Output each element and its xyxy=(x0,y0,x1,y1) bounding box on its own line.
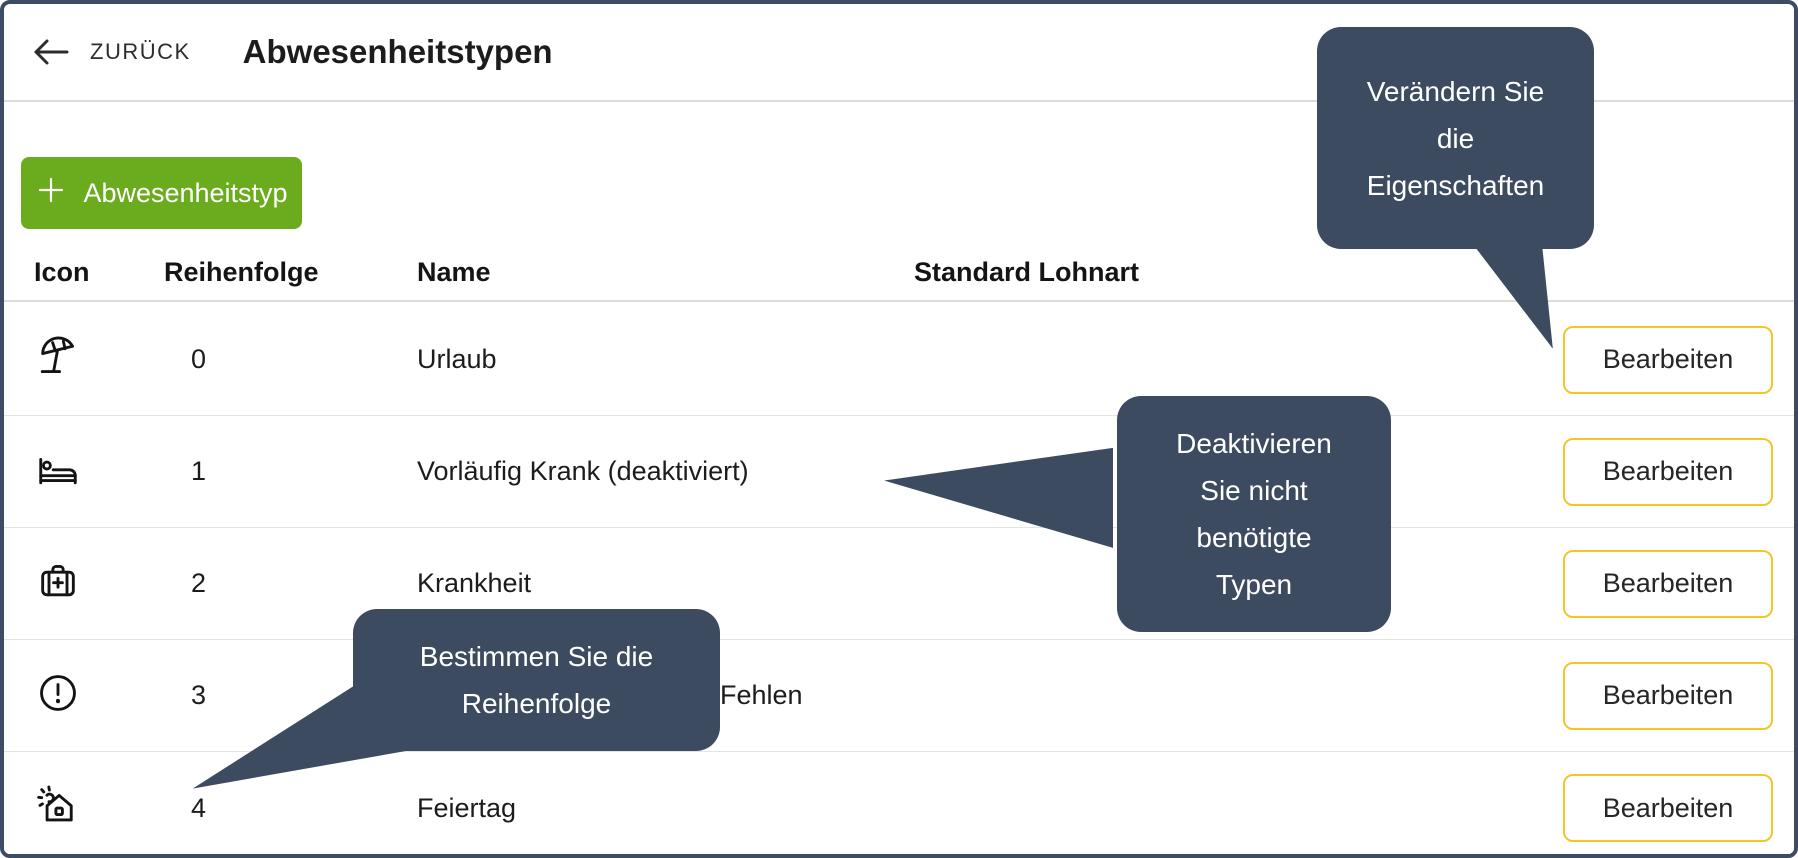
table-row: 0 Urlaub Bearbeiten xyxy=(4,304,1794,416)
column-header-icon: Icon xyxy=(34,256,90,287)
name-value: Fehlen xyxy=(720,680,803,710)
table-row: 1 Vorläufig Krank (deaktiviert) Bearbeit… xyxy=(4,416,1794,528)
arrow-left-icon xyxy=(32,38,70,66)
order-value: 0 xyxy=(191,344,207,374)
first-aid-icon xyxy=(34,557,82,605)
table-body: 0 Urlaub Bearbeiten 1 Vorläufig Krank (d… xyxy=(4,304,1794,854)
edit-button[interactable]: Bearbeiten xyxy=(1563,325,1773,394)
page-header: ZURÜCK Abwesenheitstypen xyxy=(4,4,1794,102)
beach-umbrella-icon xyxy=(34,333,82,381)
edit-button[interactable]: Bearbeiten xyxy=(1563,774,1773,842)
table-row: 4 Feiertag Bearbeiten xyxy=(4,752,1794,854)
table-row: 2 Krankheit Bearbeiten xyxy=(4,528,1794,640)
name-value: Feiertag xyxy=(417,792,517,823)
back-label: ZURÜCK xyxy=(90,39,191,64)
edit-button[interactable]: Bearbeiten xyxy=(1563,549,1773,618)
add-absence-type-button[interactable]: Abwesenheitstyp xyxy=(21,157,302,229)
table-header: Icon Reihenfolge Name Standard Lohnart xyxy=(4,244,1794,302)
name-value: Krankheit xyxy=(417,568,532,598)
edit-button[interactable]: Bearbeiten xyxy=(1563,661,1773,730)
column-header-standard-lohnart: Standard Lohnart xyxy=(914,256,1140,287)
holiday-home-icon xyxy=(34,781,82,829)
name-value: Urlaub xyxy=(417,344,497,374)
order-value: 1 xyxy=(191,456,207,486)
alert-circle-icon xyxy=(34,669,82,717)
table-row: 3 Fehlen Bearbeiten xyxy=(4,640,1794,752)
back-button[interactable]: ZURÜCK xyxy=(32,38,191,66)
name-value: Vorläufig Krank (deaktiviert) xyxy=(417,456,749,486)
edit-button[interactable]: Bearbeiten xyxy=(1563,437,1773,506)
order-value: 2 xyxy=(191,568,207,598)
page-title: Abwesenheitstypen xyxy=(242,33,553,70)
column-header-reihenfolge: Reihenfolge xyxy=(164,256,319,287)
order-value: 3 xyxy=(191,680,207,710)
order-value: 4 xyxy=(191,792,207,823)
plus-icon xyxy=(35,174,67,213)
add-button-label: Abwesenheitstyp xyxy=(83,177,288,208)
column-header-name: Name xyxy=(417,256,491,287)
bed-icon xyxy=(34,445,82,493)
